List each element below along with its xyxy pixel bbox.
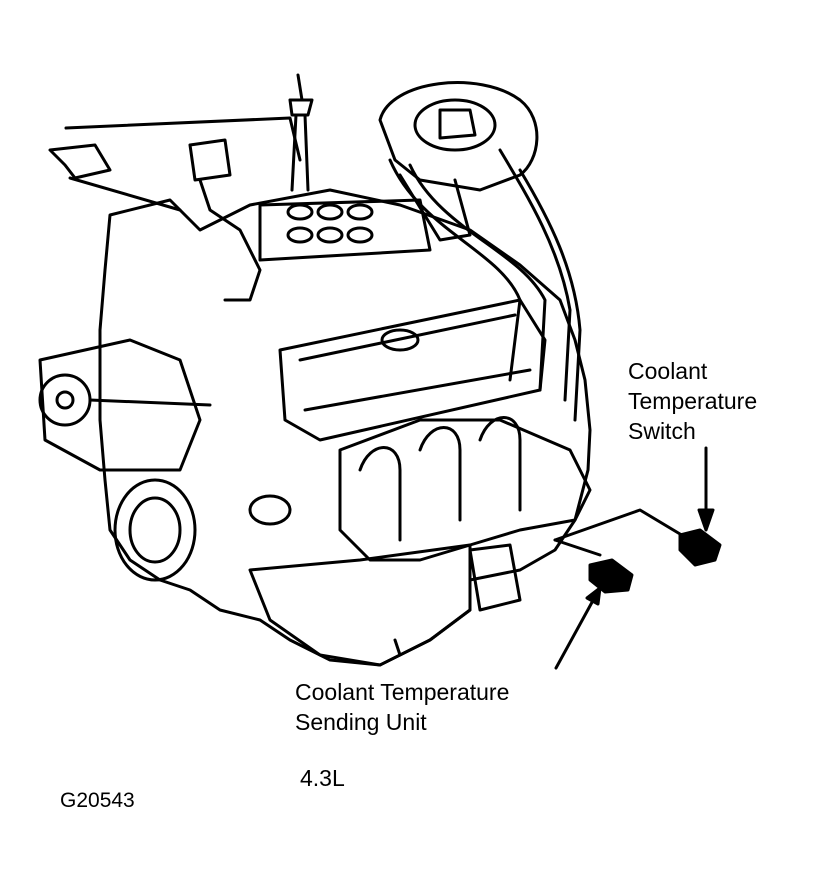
label-line: Temperature [628,388,758,414]
top-sensor [288,73,314,117]
coolant-temperature-switch-label: Coolant Temperature Switch [628,356,757,446]
crank-pulley [113,478,197,582]
cowl-bracket [48,143,112,180]
water-pump [38,338,202,472]
intake-manifold [258,198,432,262]
switch-arrow [697,446,715,532]
coolant-temperature-sending-unit-label: Coolant Temperature Sending Unit [295,677,509,737]
pulley [38,373,92,427]
exhaust-manifold [338,418,592,562]
label-line: Coolant [628,358,708,384]
sender-arrow [554,586,602,670]
switch-mount [553,508,692,542]
label-line: Switch [628,418,696,444]
figure-id: G20543 [60,789,135,812]
spark-plug-wires [388,158,522,382]
sending-unit-part [588,558,634,594]
coolant-temperature-switch-part [678,528,722,567]
label-line: Coolant Temperature [295,679,510,705]
cowl-line [64,116,302,162]
oil-pan [248,543,472,667]
valve-cover [278,298,547,442]
engine-size-label: 4.3L [300,765,345,791]
label-line: Sending Unit [295,709,427,735]
